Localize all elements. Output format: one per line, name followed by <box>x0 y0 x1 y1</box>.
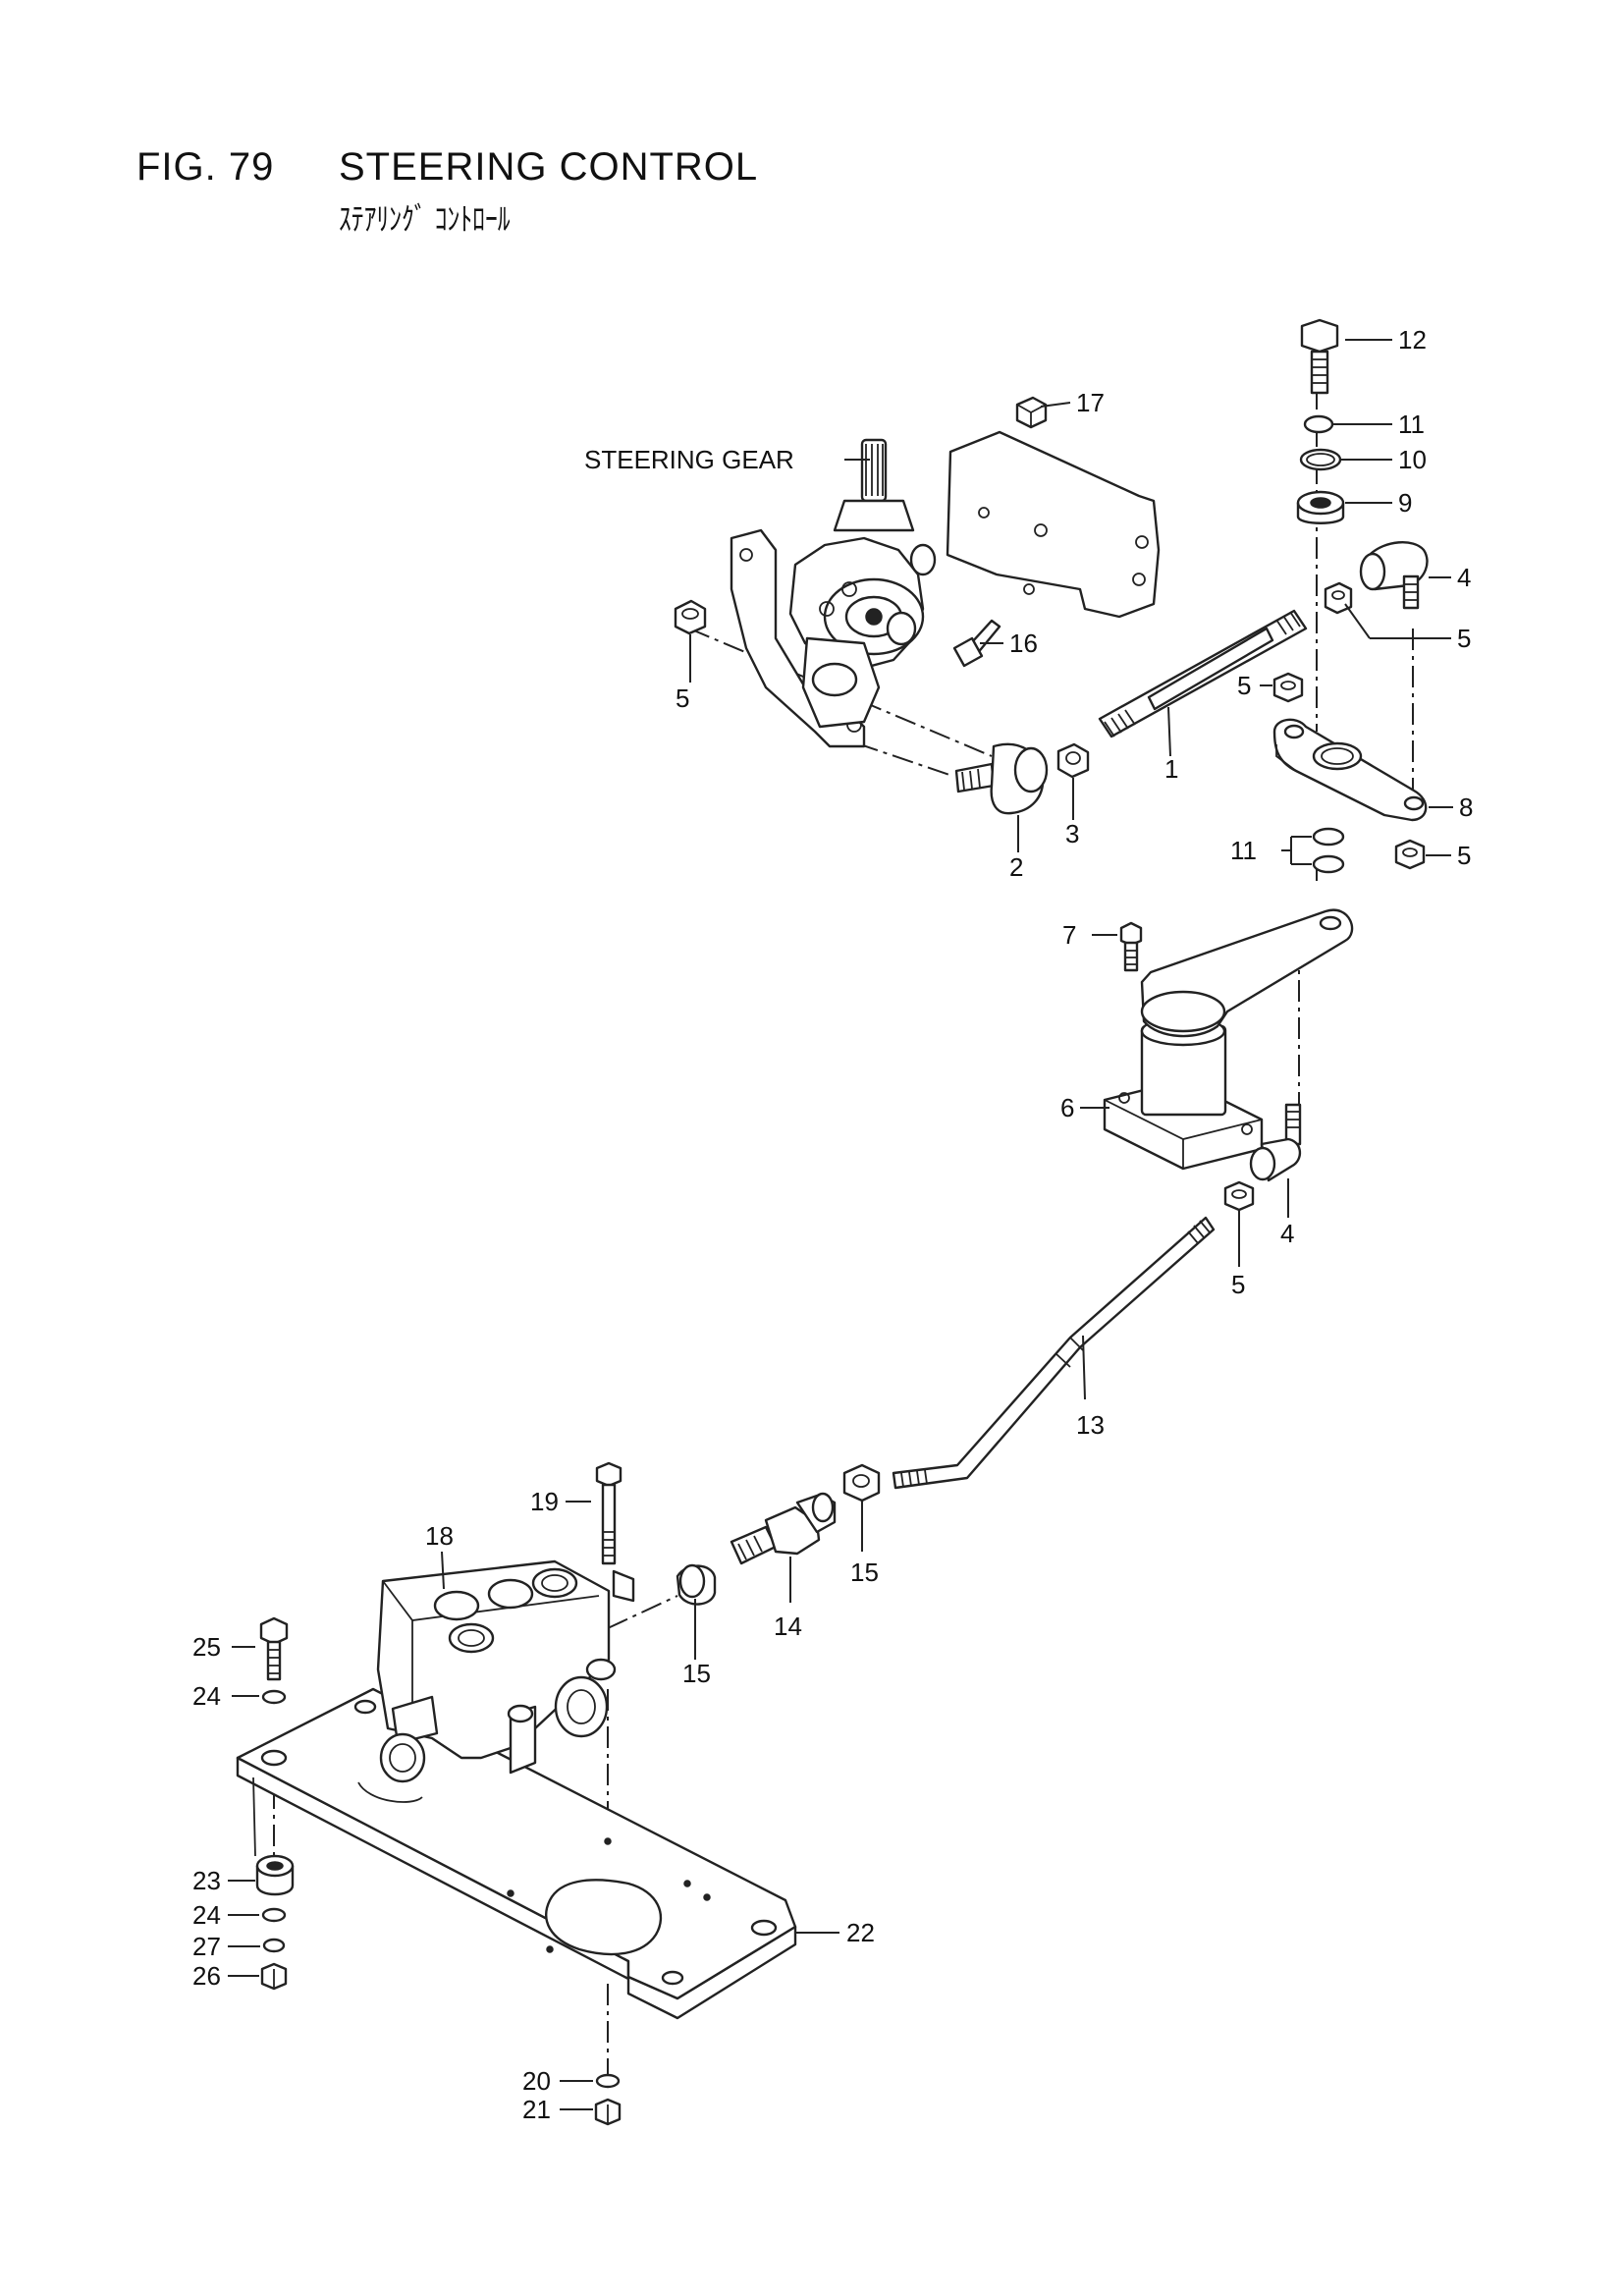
part-14-joint <box>730 1492 837 1565</box>
callout-5-upper-right: 5 <box>1457 624 1471 653</box>
callout-16: 16 <box>1009 629 1038 658</box>
callout-19: 19 <box>530 1487 559 1516</box>
callout-8: 8 <box>1459 793 1473 822</box>
callout-20: 20 <box>522 2066 551 2096</box>
callout-3: 3 <box>1065 819 1079 848</box>
callout-5-lower: 5 <box>1231 1270 1245 1299</box>
part-21-nut <box>594 2098 622 2126</box>
part-24-washer-top <box>261 1689 287 1705</box>
callout-5-right: 5 <box>1457 841 1471 870</box>
callout-24-lower: 24 <box>192 1900 221 1930</box>
label-steering-gear: STEERING GEAR <box>584 445 794 474</box>
part-5-nut-mid <box>1272 672 1304 703</box>
part-27-washer <box>262 1938 286 1953</box>
part-5-nut-upper <box>1324 581 1353 615</box>
part-11-washer-a <box>1312 827 1345 847</box>
callout-15-upper: 15 <box>850 1558 879 1587</box>
callout-23: 23 <box>192 1866 221 1895</box>
callout-5-mid: 5 <box>1237 671 1251 700</box>
part-4-ball-joint-upper <box>1359 541 1429 610</box>
part-8-lever <box>1272 718 1428 822</box>
figure-subtitle: ｽﾃｱﾘﾝｸﾞ ｺﾝﾄﾛｰﾙ <box>339 200 511 238</box>
part-13-rod <box>892 1216 1216 1490</box>
part-24-washer-lower <box>261 1907 287 1923</box>
callout-labels: STEERING GEAR 1 2 3 4 4 5 5 5 5 5 5 6 7 … <box>192 325 1473 2124</box>
part-23-spacer <box>255 1854 295 1896</box>
callout-10: 10 <box>1398 445 1427 474</box>
part-1-tie-rod <box>1098 609 1308 738</box>
part-2-ball-joint <box>954 742 1049 815</box>
callout-5-left: 5 <box>676 683 689 713</box>
callout-22: 22 <box>846 1918 875 1947</box>
part-10-snap-ring <box>1299 448 1342 471</box>
callout-12: 12 <box>1398 325 1427 355</box>
callout-13: 13 <box>1076 1410 1105 1440</box>
callout-15-lower: 15 <box>682 1659 711 1688</box>
part-22-plate <box>236 1687 797 2020</box>
callout-6: 6 <box>1060 1093 1074 1122</box>
part-11-washer-top <box>1303 414 1334 434</box>
part-19-bolt <box>595 1461 622 1565</box>
callout-17: 17 <box>1076 388 1105 417</box>
part-16-bolt <box>952 619 1001 668</box>
part-4-ball-joint-lower <box>1249 1103 1302 1182</box>
callout-11-top: 11 <box>1398 410 1425 439</box>
callout-11-pair: 11 <box>1230 836 1257 865</box>
callout-24-top: 24 <box>192 1681 221 1711</box>
part-11-washer-b <box>1312 854 1345 874</box>
steering-gear-assembly <box>730 430 1161 748</box>
callout-21: 21 <box>522 2095 551 2124</box>
part-7-bolt <box>1119 921 1143 972</box>
callout-2: 2 <box>1009 852 1023 882</box>
callout-18: 18 <box>425 1521 454 1551</box>
part-5-nut-left <box>674 599 707 635</box>
figure-title: STEERING CONTROL <box>339 145 759 189</box>
callout-25: 25 <box>192 1632 221 1662</box>
part-5-nut-right <box>1394 839 1426 870</box>
callout-27: 27 <box>192 1932 221 1961</box>
part-15-nut-lower <box>676 1563 717 1606</box>
part-25-bolt <box>259 1616 289 1681</box>
callout-7: 7 <box>1062 920 1076 950</box>
part-15-nut-upper <box>842 1463 881 1503</box>
part-3-nut <box>1056 742 1090 779</box>
part-17-nut <box>1015 396 1048 429</box>
callout-9: 9 <box>1398 488 1412 518</box>
figure-number: FIG. 79 <box>136 145 275 189</box>
part-9-bearing <box>1296 490 1345 524</box>
leader-lines <box>228 339 1453 2110</box>
part-5-nut-lower <box>1223 1180 1255 1212</box>
callout-4-lower: 4 <box>1280 1219 1294 1248</box>
part-12-bolt <box>1300 318 1339 395</box>
part-18-control-valve <box>376 1559 635 1783</box>
callout-4-upper: 4 <box>1457 563 1471 592</box>
part-6-steering-arm <box>1103 908 1354 1171</box>
callout-14: 14 <box>774 1612 802 1641</box>
callout-1: 1 <box>1164 754 1178 784</box>
callout-26: 26 <box>192 1961 221 1991</box>
part-20-washer <box>595 2073 621 2089</box>
part-26-nut <box>260 1962 288 1991</box>
